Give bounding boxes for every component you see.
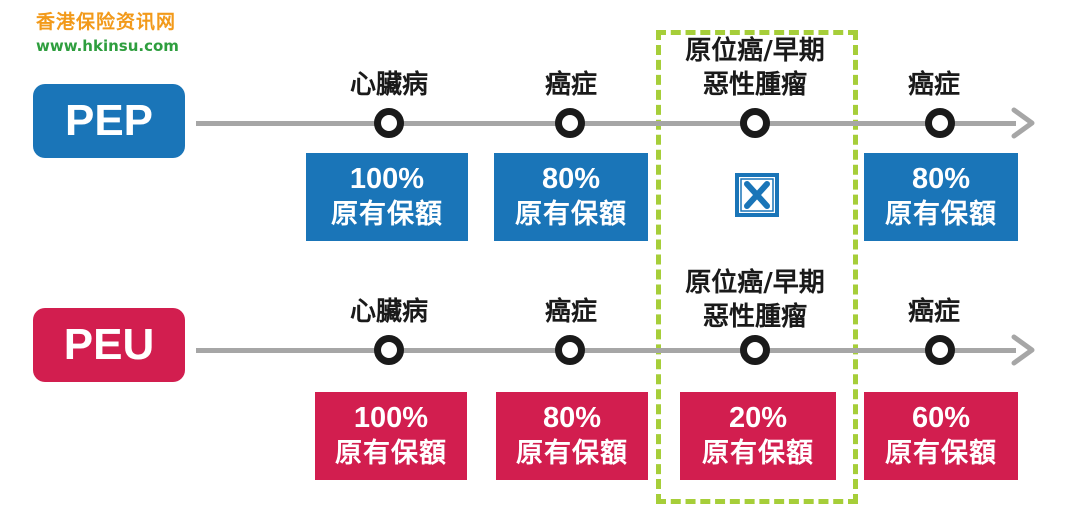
coverage-text: 原有保額 — [331, 199, 443, 230]
coverage-percent: 100% — [353, 402, 429, 434]
coverage-text: 原有保額 — [335, 438, 447, 469]
coverage-percent: 60% — [911, 402, 971, 434]
watermark-name: 香港保险资讯网 — [36, 11, 177, 33]
pep-badge: PEP — [33, 84, 185, 158]
coverage-percent: 80% — [542, 402, 602, 434]
peu-milestone-dot-2 — [555, 335, 585, 365]
pep-coverage-box-cancer-2: 80% 原有保額 — [864, 153, 1018, 241]
coverage-text: 原有保額 — [516, 438, 628, 469]
coverage-text: 原有保額 — [885, 199, 997, 230]
x-not-covered-icon — [735, 173, 779, 217]
coverage-percent: 20% — [728, 402, 788, 434]
peu-milestone-label-cancer: 癌症 — [544, 297, 597, 327]
peu-milestone-label-early-cancer: 原位癌/早期 惡性腫瘤 — [655, 266, 855, 334]
pep-milestone-label-early-cancer: 原位癌/早期 惡性腫瘤 — [655, 34, 855, 102]
coverage-percent: 80% — [541, 163, 601, 195]
pep-milestone-dot-1 — [374, 108, 404, 138]
coverage-percent: 100% — [349, 163, 425, 195]
peu-early-cancer-line2: 惡性腫瘤 — [702, 302, 807, 332]
pep-milestone-dot-3 — [740, 108, 770, 138]
pep-coverage-box-heart: 100% 原有保額 — [306, 153, 468, 241]
peu-arrow-icon — [1011, 334, 1035, 366]
watermark: 香港保险资讯网 www.hkinsu.com — [36, 10, 179, 56]
peu-milestone-dot-1 — [374, 335, 404, 365]
coverage-percent: 80% — [911, 163, 971, 195]
pep-arrow-icon — [1011, 107, 1035, 139]
peu-badge: PEU — [33, 308, 185, 382]
peu-coverage-box-cancer: 80% 原有保額 — [496, 392, 648, 480]
pep-milestone-dot-4 — [925, 108, 955, 138]
peu-early-cancer-line1: 原位癌/早期 — [685, 268, 825, 298]
highlight-frame — [656, 30, 858, 504]
pep-early-cancer-line2: 惡性腫瘤 — [702, 70, 807, 100]
coverage-text: 原有保額 — [885, 438, 997, 469]
peu-milestone-label-cancer-2: 癌症 — [907, 297, 960, 327]
pep-milestone-dot-2 — [555, 108, 585, 138]
watermark-url: www.hkinsu.com — [36, 37, 179, 55]
pep-milestone-label-cancer: 癌症 — [544, 70, 597, 100]
peu-milestone-label-heart: 心臟病 — [349, 297, 428, 327]
peu-coverage-box-cancer-2: 60% 原有保額 — [864, 392, 1018, 480]
pep-coverage-box-cancer: 80% 原有保額 — [494, 153, 648, 241]
peu-milestone-dot-4 — [925, 335, 955, 365]
peu-timeline — [196, 348, 1016, 353]
pep-early-cancer-line1: 原位癌/早期 — [685, 36, 825, 66]
pep-milestone-label-heart: 心臟病 — [349, 70, 428, 100]
pep-timeline — [196, 121, 1016, 126]
peu-milestone-dot-3 — [740, 335, 770, 365]
coverage-text: 原有保額 — [515, 199, 627, 230]
coverage-text: 原有保額 — [702, 438, 814, 469]
pep-milestone-label-cancer-2: 癌症 — [907, 70, 960, 100]
peu-coverage-box-early-cancer: 20% 原有保額 — [680, 392, 836, 480]
peu-coverage-box-heart: 100% 原有保額 — [315, 392, 467, 480]
